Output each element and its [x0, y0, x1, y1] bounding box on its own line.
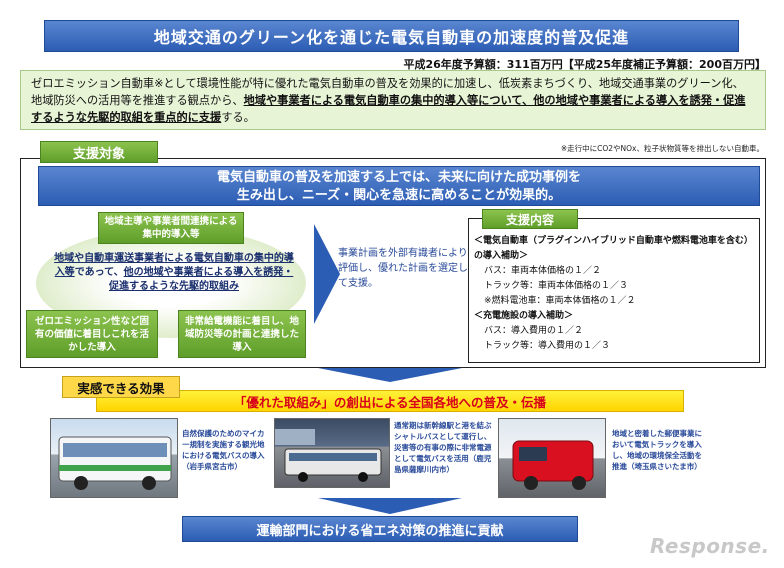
evaluation-text: 事業計画を外部有識者により評価し、優れた計画を選定して支援。 — [338, 248, 468, 289]
effect-tag: 実感できる効果 — [62, 376, 180, 398]
caption-3: 地域と密着した郵便事業において電気トラックを導入し、地域の環境保全活動を推進（埼… — [612, 429, 702, 471]
center-text-u1: 地域や自動車運送事業者による電気自動車の集中的導入等 — [54, 253, 294, 278]
center-text-t1: であって、 — [74, 267, 124, 278]
center-text: 地域や自動車運送事業者による電気自動車の集中的導入等であって、他の地域や事業者に… — [50, 252, 298, 294]
contribution-banner: 運輸部門における省エネ対策の推進に貢献 — [182, 516, 578, 542]
footnote: ※走行中にCO2やNOx、粒子状物質等を排出しない自動車。 — [560, 144, 764, 153]
down-arrow-icon — [318, 498, 462, 514]
charge-item: トラック等：導入費用の１／３ — [484, 341, 611, 351]
ev-item: ※燃料電池車：車両本体価格の１／２ — [484, 296, 636, 306]
intro-text-2: する。 — [221, 111, 255, 124]
effect-banner: 「優れた取組み」の創出による全国各地への普及・伝播 — [96, 390, 684, 412]
page-title: 地域交通のグリーン化を通じた電気自動車の加速度的普及促進 — [44, 20, 739, 52]
green-box-bottom-left: ゼロエミッション性など固有の価値に着目しこれを活かした導入 — [26, 310, 158, 358]
down-arrow-icon — [318, 368, 462, 382]
support-content-text: ＜電気自動車（プラグインハイブリッド自動車や燃料電池車を含む）の導入補助＞ バス… — [474, 234, 756, 354]
ev-heading: ＜電気自動車（プラグインハイブリッド自動車や燃料電池車を含む）の導入補助＞ — [474, 236, 753, 261]
arrow-right-icon — [314, 224, 340, 324]
ev-item: バス：車両本体価格の１／２ — [484, 266, 602, 276]
response-watermark: Response. — [650, 534, 770, 558]
electric-truck-photo — [498, 418, 606, 498]
intro-text-underlined: 地域や事業者による電気自動車の集中的導入等について、他の地域や事業者による導入を… — [31, 94, 746, 124]
intro-box: ゼロエミッション自動車※として環境性能が特に優れた電気自動車の普及を効果的に加速… — [20, 70, 766, 130]
budget-line: 平成26年度予算額：311百万円【平成25年度補正予算額：200百万円】 — [403, 58, 766, 71]
key-message-line-2: 生み出し、ニーズ・関心を急速に高めることが効果的。 — [236, 188, 562, 203]
ev-item: トラック等：車両本体価格の１／３ — [484, 281, 629, 291]
charge-item: バス：導入費用の１／２ — [484, 326, 584, 336]
intro-text-1: ゼロエミッション自動車※として環境性能が特に優れた電気自動車の普及を効果的に加速… — [31, 77, 744, 107]
support-content-box — [468, 218, 760, 363]
caption-1: 自然保護のためのマイカー規制を実施する観光地における電気バスの導入（岩手県宮古市… — [182, 429, 265, 471]
green-box-top: 地域主導や事業者間連携による集中的導入等 — [98, 212, 244, 244]
charge-heading: ＜充電施設の導入補助＞ — [474, 311, 574, 321]
support-target-tag: 支援対象 — [40, 141, 158, 163]
key-message-banner: 電気自動車の普及を加速する上では、未来に向けた成功事例を 生み出し、ニーズ・関心… — [38, 166, 760, 206]
center-text-u2: 他の地域や事業者による導入を誘発・促進するような先駆的取組み — [109, 267, 294, 292]
support-content-tag: 支援内容 — [482, 209, 578, 229]
electric-bus-photo — [50, 418, 178, 498]
shuttle-bus-photo — [274, 418, 390, 488]
key-message-line-1: 電気自動車の普及を加速する上では、未来に向けた成功事例を — [216, 170, 581, 185]
green-box-bottom-right: 非常給電機能に着目し、地域防災等の計画と連携した導入 — [178, 310, 306, 358]
caption-2: 通常期は新幹線駅と港を結ぶシャトルバスとして運行し、災害等の有事の際に非常電源と… — [394, 421, 492, 474]
